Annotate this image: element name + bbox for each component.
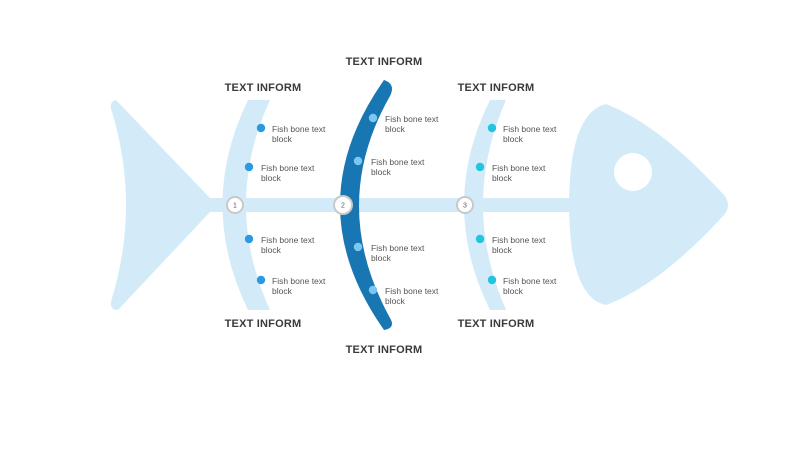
bullet-dot xyxy=(487,275,497,285)
bone-1-top-item-1: Fish bone text block xyxy=(272,124,326,144)
fish-head xyxy=(569,104,728,305)
bullet-dot xyxy=(475,234,485,244)
fish-spine xyxy=(200,198,580,212)
node-number: 1 xyxy=(233,203,237,210)
bullet-dot xyxy=(475,162,485,172)
bone-1-top-item-2: Fish bone text block xyxy=(261,163,315,183)
bone-3-rib xyxy=(464,100,506,310)
bone-2-rib xyxy=(340,80,392,330)
bone-1-bottom-item-2: Fish bone text block xyxy=(272,276,326,296)
bone-1-bottom-heading: TEXT INFORM xyxy=(224,318,302,330)
bullet-dot xyxy=(244,162,254,172)
bone-3-top-item-2: Fish bone text block xyxy=(492,163,546,183)
bone-3-node: 3 xyxy=(456,196,474,214)
bullet-dot xyxy=(353,242,363,252)
node-circle xyxy=(456,196,474,214)
bullet-dot xyxy=(368,285,378,295)
bullet-dot xyxy=(244,234,254,244)
bone-2-top-item-1: Fish bone text block xyxy=(385,114,439,134)
bone-2-bottom-heading: TEXT INFORM xyxy=(345,344,423,356)
bone-2-node: 2 xyxy=(333,195,353,215)
bullet-dot xyxy=(487,123,497,133)
bone-3-bottom-item-2: Fish bone text block xyxy=(503,276,557,296)
bone-2-top-heading: TEXT INFORM xyxy=(345,56,423,68)
bone-1-node: 1 xyxy=(226,196,244,214)
fish-eye xyxy=(614,153,652,191)
bullet-dot xyxy=(353,156,363,166)
node-circle xyxy=(226,196,244,214)
node-number: 3 xyxy=(463,203,467,210)
bullet-dot xyxy=(256,275,266,285)
bone-3-bottom-item-1: Fish bone text block xyxy=(492,235,546,255)
bone-1-top-heading: TEXT INFORM xyxy=(224,82,302,94)
node-circle xyxy=(333,195,353,215)
bone-3-bottom-heading: TEXT INFORM xyxy=(457,318,535,330)
bone-3-top-heading: TEXT INFORM xyxy=(457,82,535,94)
bone-2-bottom-item-1: Fish bone text block xyxy=(371,243,425,263)
bone-1-rib xyxy=(222,100,270,310)
bullet-dot xyxy=(368,113,378,123)
fish-tail xyxy=(110,100,210,310)
bullet-dot xyxy=(256,123,266,133)
bone-2-bottom-item-2: Fish bone text block xyxy=(385,286,439,306)
bone-1-bottom-item-1: Fish bone text block xyxy=(261,235,315,255)
bone-2-top-item-2: Fish bone text block xyxy=(371,157,425,177)
node-number: 2 xyxy=(341,203,345,210)
bone-3-top-item-1: Fish bone text block xyxy=(503,124,557,144)
